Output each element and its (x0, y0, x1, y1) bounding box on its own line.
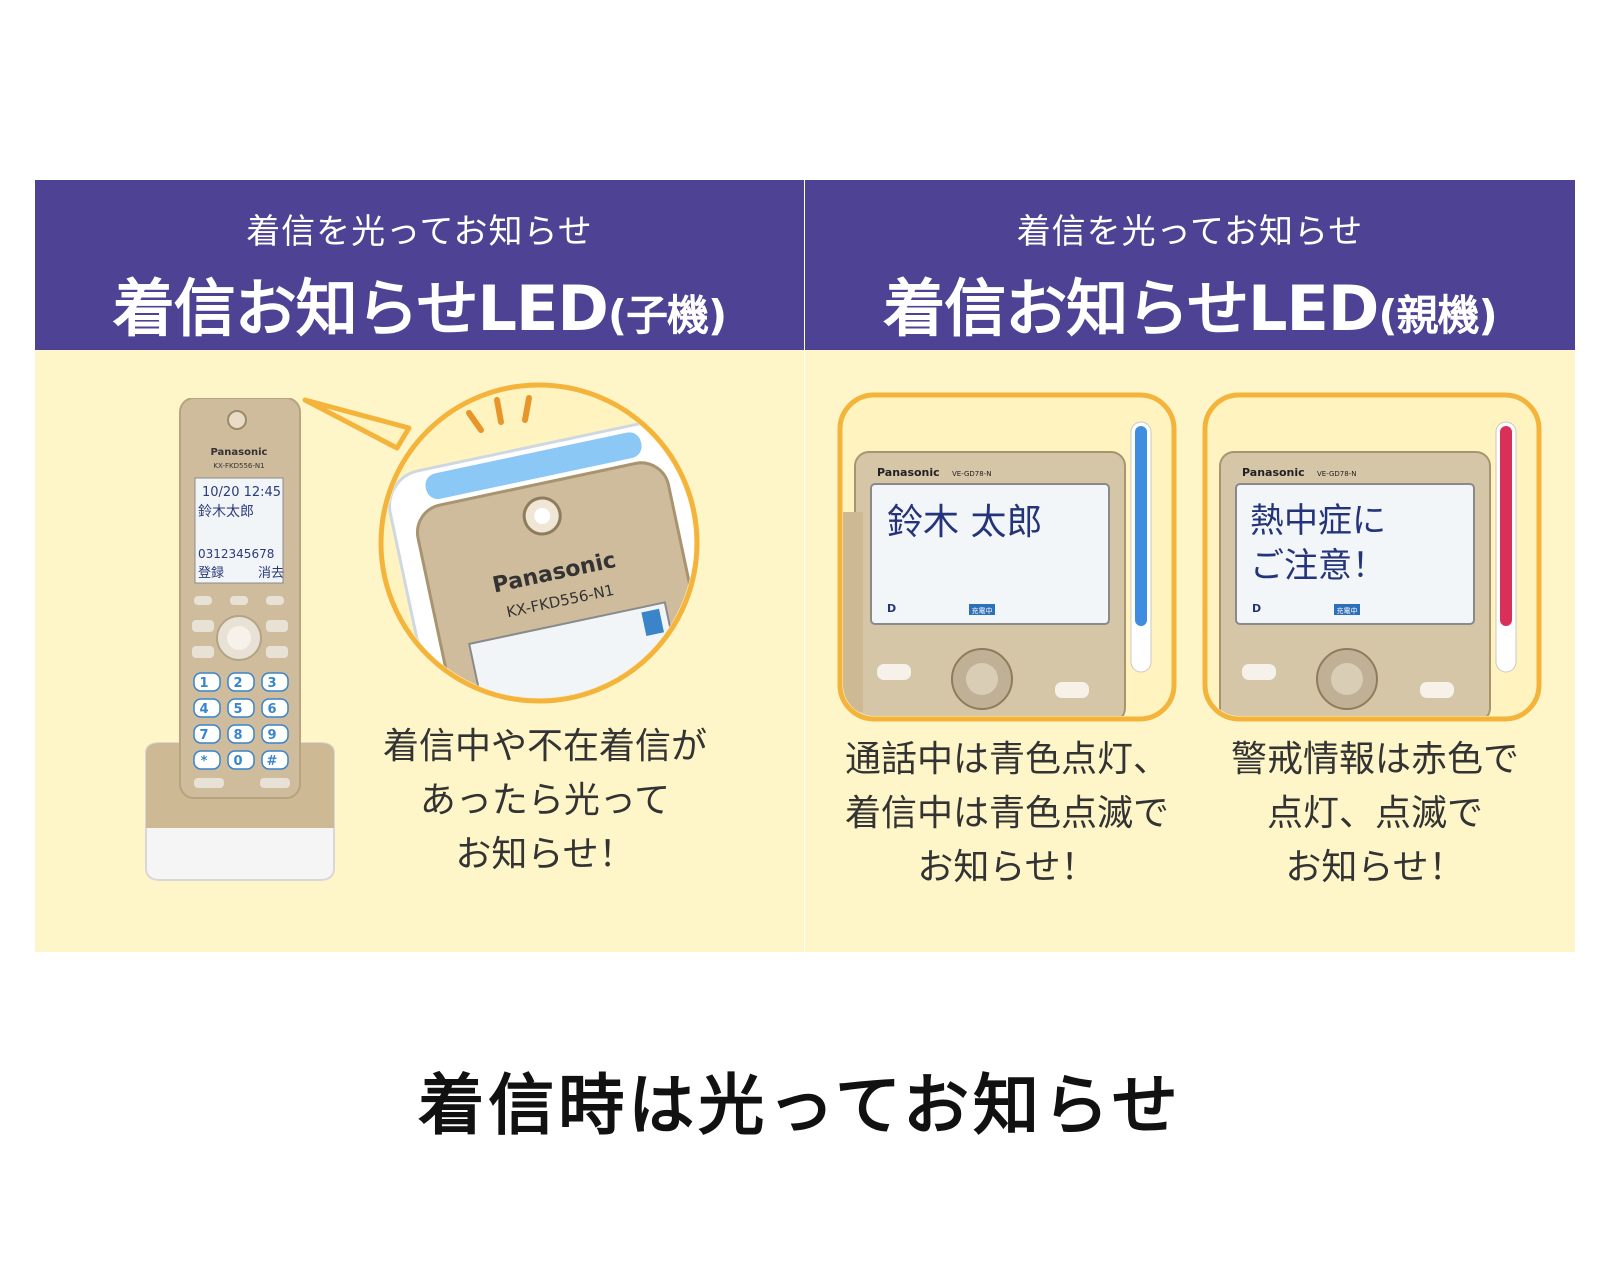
handset-brand: Panasonic (211, 447, 268, 458)
right-title-suffix: (親機) (1378, 291, 1497, 340)
card1-status: 充電中 (972, 606, 993, 615)
card2-caption: 警戒情報は赤色で 点灯、点滅で お知らせ！ (1185, 733, 1565, 895)
left-caption: 着信中や不在着信が あったら光って お知らせ！ (335, 720, 755, 882)
card1-caption-line-3: お知らせ！ (917, 847, 1097, 888)
key-9: 9 (267, 728, 276, 743)
card2-caption-line-2: 点灯、点滅で (1266, 793, 1483, 834)
key-star: * (201, 754, 208, 769)
base-unit-card-red: Panasonic VE-GD78-N 熱中症に ご注意！ D 充電中 (1202, 392, 1542, 722)
key-3: 3 (267, 676, 276, 691)
footer-title: 着信時は光ってお知らせ (418, 1067, 1182, 1144)
card2-model: VE-GD78-N (1317, 470, 1356, 478)
right-panel: 着信を光ってお知らせ 着信お知らせLED(親機) Panasonic VE-GD… (805, 180, 1575, 952)
right-title-text: 着信お知らせLED (883, 272, 1379, 345)
handset-softkey-left: 登録 (198, 566, 224, 581)
card1-model: VE-GD78-N (952, 470, 991, 478)
card2-caption-line-1: 警戒情報は赤色で (1230, 739, 1519, 780)
left-banner: 着信を光ってお知らせ 着信お知らせLED(子機) (35, 180, 804, 350)
left-caption-line-1: 着信中や不在着信が (382, 726, 707, 767)
card2-d-icon: D (1252, 602, 1261, 615)
handset-illustration: Panasonic KX-FKD556-N1 10/20 12:45 鈴木太郎 … (140, 398, 340, 888)
card1-caption-line-2: 着信中は青色点滅で (844, 793, 1169, 834)
right-banner-subtitle: 着信を光ってお知らせ (1016, 212, 1364, 252)
left-caption-line-2: あったら光って (419, 780, 671, 821)
left-banner-title: 着信お知らせLED(子機) (35, 258, 804, 348)
card1-led-bar (1135, 426, 1147, 626)
card1-caption: 通話中は青色点灯、 着信中は青色点滅で お知らせ！ (817, 733, 1197, 895)
left-title-suffix: (子機) (607, 291, 727, 340)
light-rays-icon (466, 395, 532, 433)
right-banner-title: 着信お知らせLED(親機) (805, 258, 1575, 348)
key-6: 6 (267, 702, 276, 717)
card1-brand: Panasonic (877, 466, 940, 479)
left-title-text: 着信お知らせLED (112, 272, 609, 345)
left-caption-line-3: お知らせ！ (455, 834, 635, 875)
card2-screen-line-1: 熱中症に (1250, 501, 1386, 541)
base-unit-card-blue: Panasonic VE-GD78-N 鈴木 太郎 D 充電中 (837, 392, 1177, 722)
key-8: 8 (233, 728, 242, 743)
card2-brand: Panasonic (1242, 466, 1305, 479)
handset-screen-line-2: 鈴木太郎 (198, 504, 254, 520)
key-5: 5 (233, 702, 242, 717)
card1-screen-line-1: 鈴木 太郎 (887, 502, 1042, 543)
led-zoom-bubble: Panasonic KX-FKD556-N1 (297, 378, 707, 708)
card2-caption-line-3: お知らせ！ (1285, 847, 1465, 888)
key-2: 2 (233, 676, 242, 691)
right-banner: 着信を光ってお知らせ 着信お知らせLED(親機) (805, 180, 1575, 350)
card1-caption-line-1: 通話中は青色点灯、 (844, 739, 1169, 780)
card2-led-bar (1500, 426, 1512, 626)
key-0: 0 (233, 754, 242, 769)
left-banner-subtitle: 着信を光ってお知らせ (246, 212, 593, 252)
left-panel: 着信を光ってお知らせ 着信お知らせLED(子機) Panasonic KX-FK… (35, 180, 804, 952)
key-7: 7 (199, 728, 208, 743)
card2-screen-line-2: ご注意！ (1250, 546, 1386, 586)
key-4: 4 (199, 702, 208, 717)
handset-softkey-right: 消去 (258, 566, 284, 581)
card2-status: 充電中 (1337, 606, 1358, 615)
card1-d-icon: D (887, 602, 896, 615)
handset-screen-line-1: 10/20 12:45 (202, 485, 281, 500)
handset-screen-line-3: 0312345678 (198, 547, 274, 561)
key-1: 1 (199, 676, 208, 691)
key-hash: # (267, 754, 278, 769)
handset-model: KX-FKD556-N1 (213, 462, 264, 470)
